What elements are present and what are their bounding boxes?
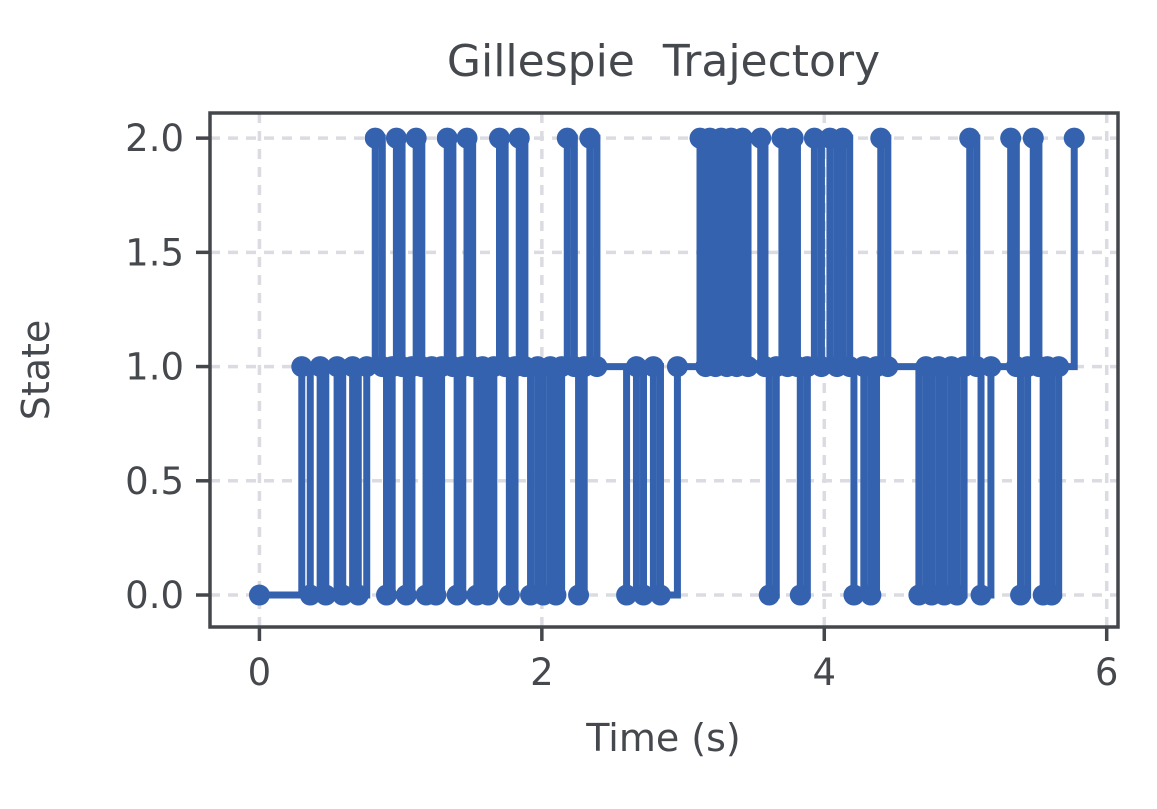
y-tick-label: 0.5: [125, 460, 184, 503]
chart-title: Gillespie Trajectory: [0, 36, 1157, 87]
event-marker: [625, 356, 647, 378]
event-marker: [970, 584, 992, 606]
x-tick-label: 2: [530, 651, 554, 694]
event-marker: [332, 584, 354, 606]
event-marker: [1041, 584, 1063, 606]
event-marker: [877, 356, 899, 378]
event-marker: [376, 584, 398, 606]
event-marker: [860, 584, 882, 606]
event-marker: [1010, 584, 1032, 606]
event-marker: [810, 356, 832, 378]
event-marker: [436, 127, 458, 149]
event-marker: [508, 127, 530, 149]
event-marker: [356, 356, 378, 378]
event-marker: [456, 127, 478, 149]
event-marker: [315, 584, 337, 606]
event-marker: [616, 584, 638, 606]
event-marker: [980, 356, 1002, 378]
event-marker: [395, 584, 417, 606]
event-marker: [758, 584, 780, 606]
event-marker: [832, 127, 854, 149]
event-marker: [586, 356, 608, 378]
event-marker: [803, 127, 825, 149]
y-tick-label: 1.5: [125, 231, 184, 274]
event-marker: [299, 584, 321, 606]
event-marker: [946, 584, 968, 606]
event-marker: [870, 127, 892, 149]
x-tick-label: 4: [813, 651, 837, 694]
event-marker: [498, 584, 520, 606]
event-marker: [642, 356, 664, 378]
event-marker: [248, 584, 270, 606]
axes-spines: [208, 111, 1120, 629]
event-marker: [556, 127, 578, 149]
event-marker: [425, 584, 447, 606]
event-marker: [1000, 127, 1022, 149]
event-marker: [446, 584, 468, 606]
event-marker: [750, 127, 772, 149]
event-marker: [326, 356, 348, 378]
event-marker: [789, 584, 811, 606]
event-marker: [364, 127, 386, 149]
event-marker: [959, 127, 981, 149]
event-marker: [666, 356, 688, 378]
event-marker: [633, 584, 655, 606]
y-axis-label: State: [14, 319, 58, 421]
event-marker: [309, 356, 331, 378]
event-marker: [843, 584, 865, 606]
event-marker: [568, 584, 590, 606]
event-marker: [477, 584, 499, 606]
event-marker: [405, 127, 427, 149]
event-marker: [545, 584, 567, 606]
event-marker: [731, 127, 753, 149]
x-axis-label: Time (s): [0, 716, 1157, 760]
x-axis-label-text: Time (s): [586, 716, 741, 760]
event-marker: [1022, 127, 1044, 149]
event-marker: [347, 584, 369, 606]
chart-title-text: Gillespie Trajectory: [446, 36, 881, 87]
y-tick-label: 1.0: [125, 346, 184, 389]
event-marker: [649, 584, 671, 606]
event-marker: [488, 127, 510, 149]
event-marker: [737, 356, 759, 378]
y-tick-label: 2.0: [125, 117, 184, 160]
y-tick-label: 0.0: [125, 574, 184, 617]
event-marker: [291, 356, 313, 378]
x-tick-label: 6: [1095, 651, 1119, 694]
event-marker: [579, 127, 601, 149]
x-tick-label: 0: [248, 651, 272, 694]
event-marker: [1048, 356, 1070, 378]
event-marker: [1063, 127, 1085, 149]
event-marker: [385, 127, 407, 149]
event-marker: [782, 127, 804, 149]
